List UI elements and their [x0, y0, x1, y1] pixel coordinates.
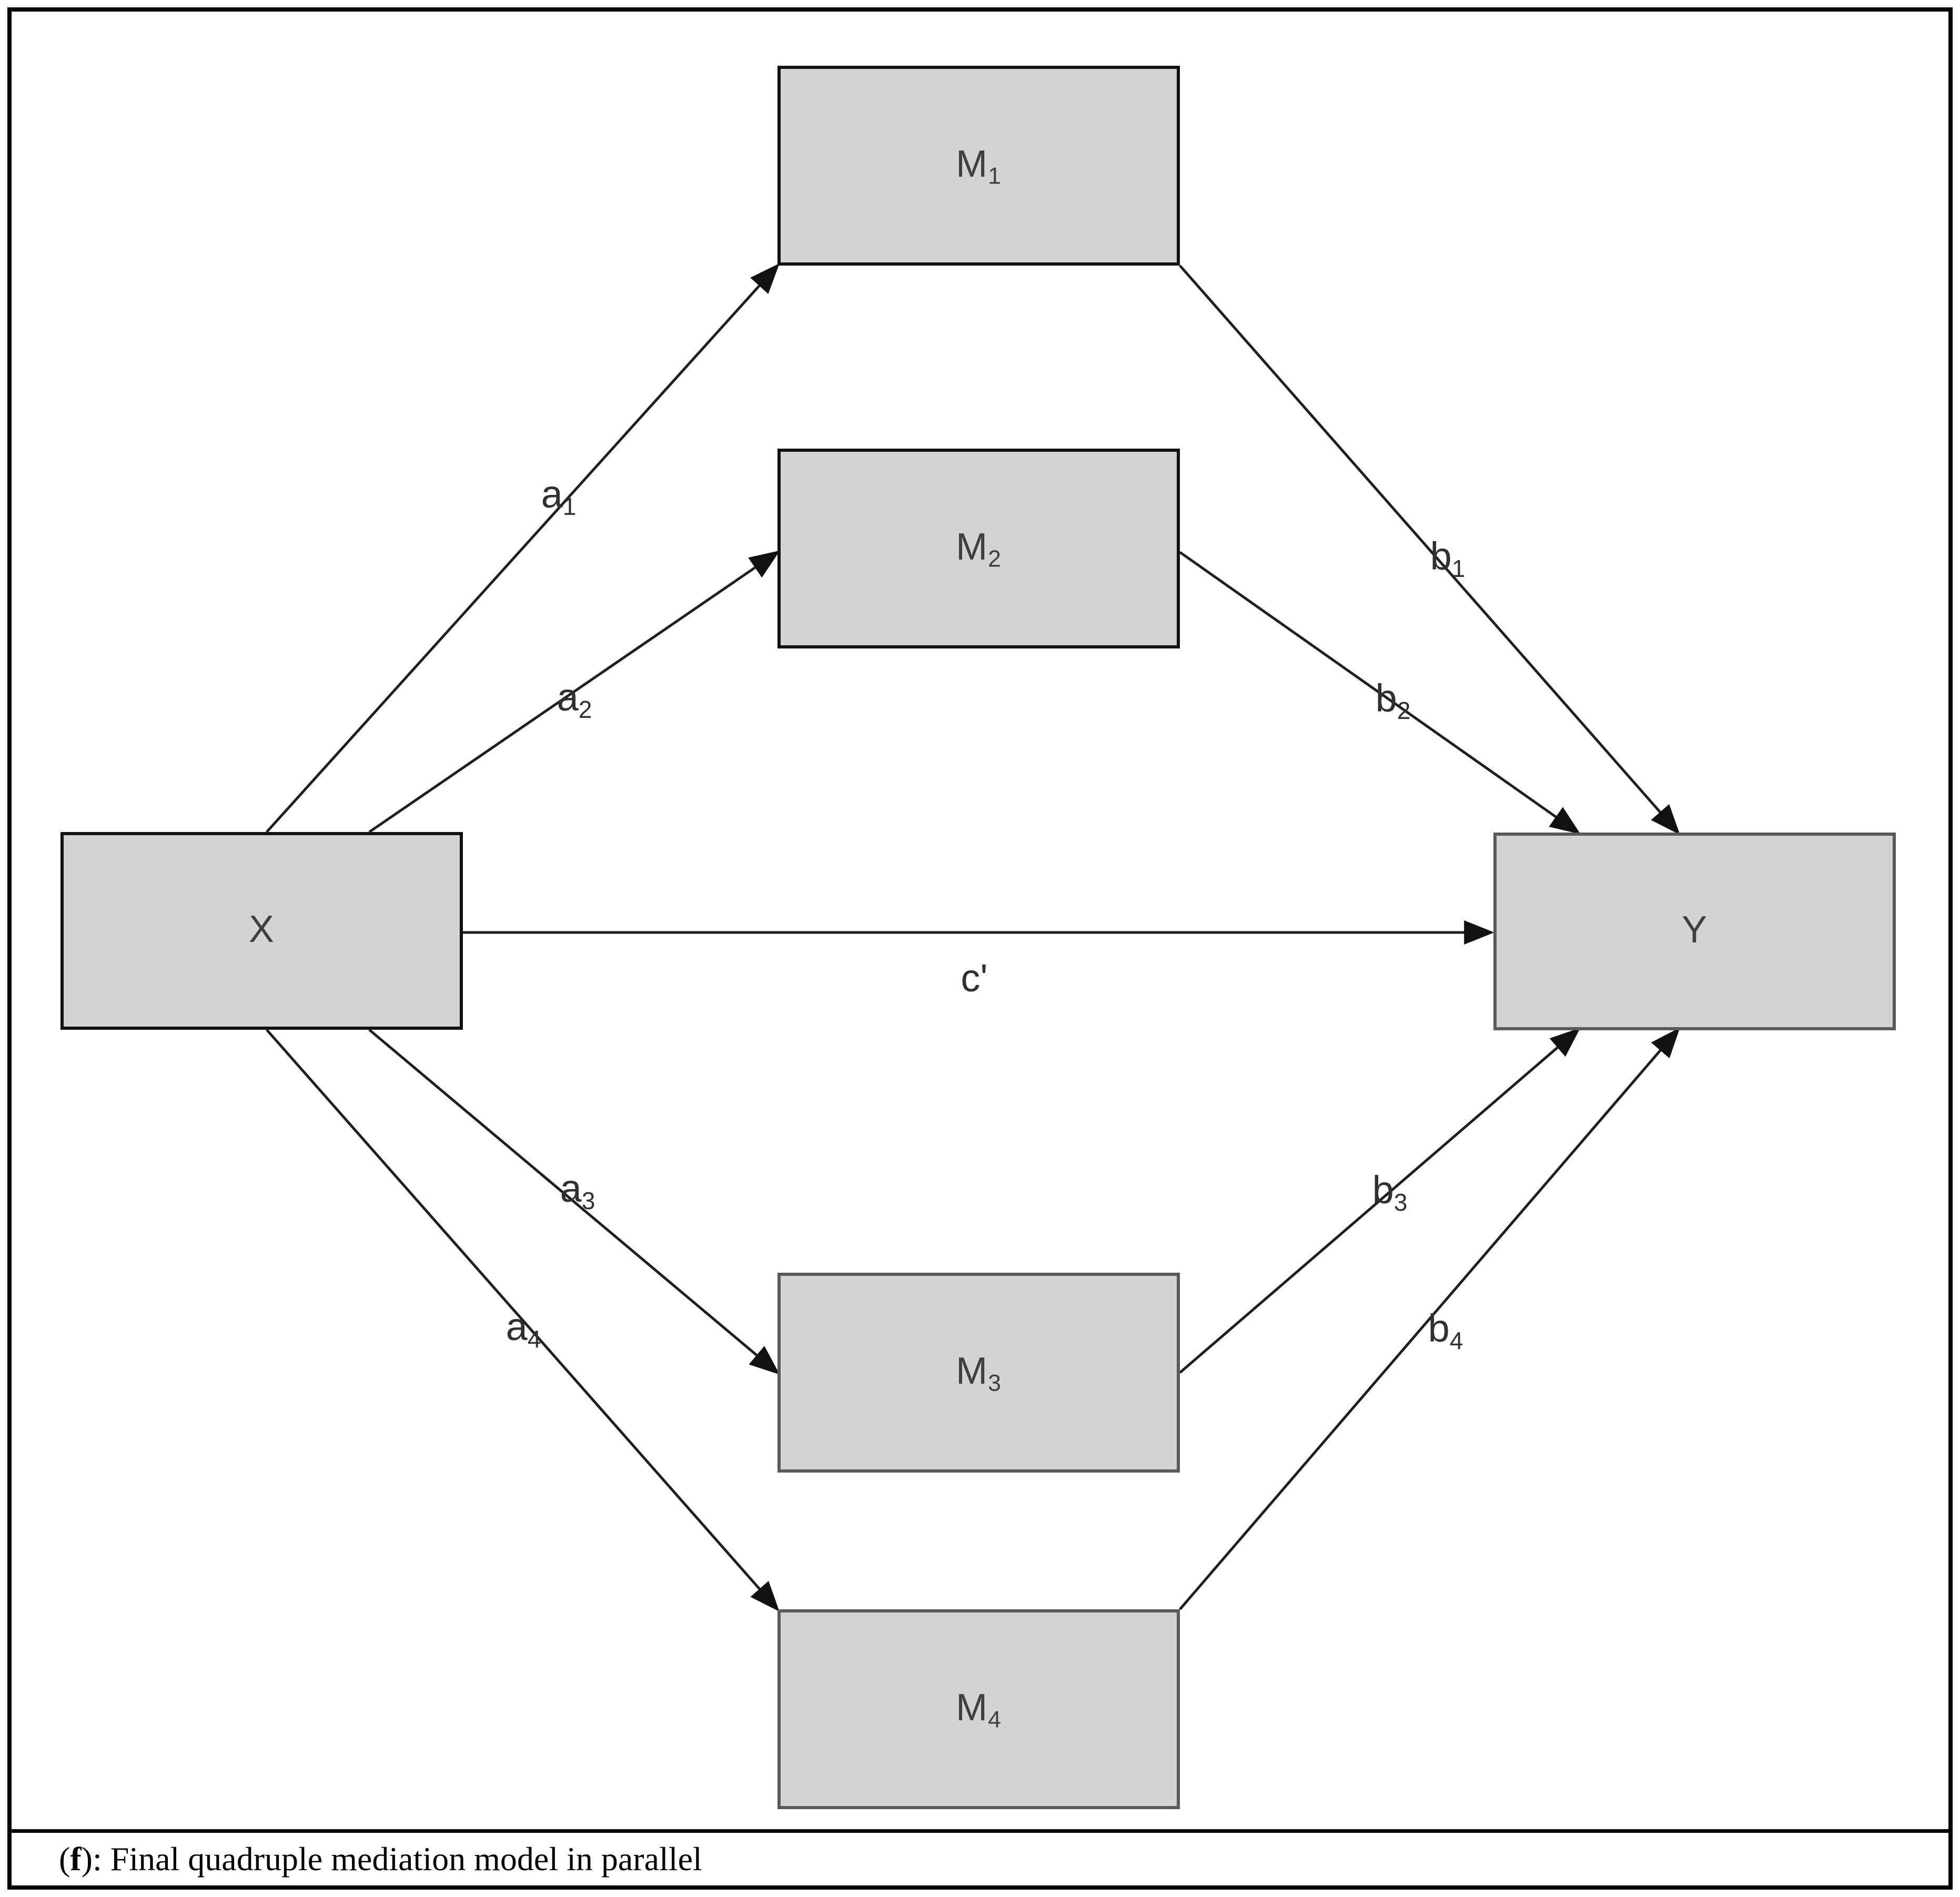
node-y: Y: [1493, 833, 1896, 1030]
edge-label-a3: a3: [560, 1166, 595, 1214]
edge-label-a1: a1: [541, 472, 577, 520]
edge-label-c-prime: c': [961, 956, 988, 1000]
caption-text: (f): Final quadruple mediation model in …: [59, 1840, 702, 1878]
node-m2-label: M2: [956, 526, 1002, 572]
node-m1-label: M1: [956, 143, 1002, 189]
edge-a1-line: [266, 263, 780, 833]
figure-caption: (f): Final quadruple mediation model in …: [12, 1829, 1948, 1885]
edge-b3-line: [1179, 1028, 1581, 1374]
edge-label-b4: b4: [1428, 1306, 1463, 1354]
node-x: X: [60, 832, 463, 1030]
node-y-label: Y: [1681, 909, 1708, 951]
edge-label-b3: b3: [1372, 1168, 1408, 1216]
edge-b4-line: [1179, 1027, 1680, 1610]
node-m2: M2: [777, 449, 1180, 648]
edge-b2-line: [1179, 551, 1581, 835]
edge-label-a4: a4: [506, 1305, 541, 1353]
edge-a4-line: [266, 1029, 780, 1612]
edge-label-a2: a2: [557, 675, 592, 723]
edge-label-b2: b2: [1375, 676, 1411, 724]
node-x-label: X: [248, 908, 275, 951]
node-m3-label: M3: [956, 1350, 1002, 1396]
node-m4: M4: [777, 1609, 1180, 1809]
edge-a3-line: [368, 1029, 780, 1375]
edge-b1-line: [1179, 265, 1680, 835]
edge-a2-line: [368, 550, 780, 834]
edge-label-b1: b1: [1430, 534, 1466, 582]
node-m3: M3: [777, 1273, 1180, 1473]
node-m4-label: M4: [956, 1687, 1002, 1733]
node-m1: M1: [777, 66, 1180, 266]
